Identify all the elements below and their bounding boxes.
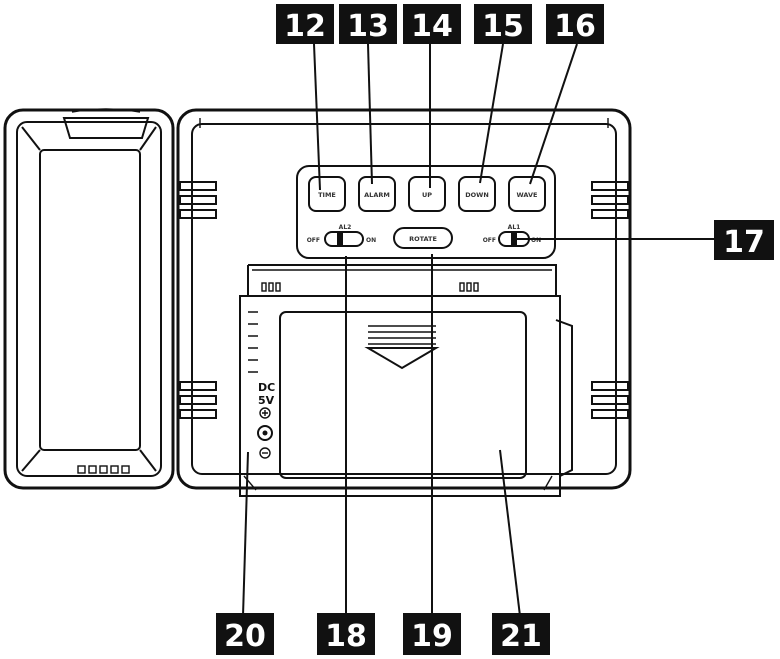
svg-text:17: 17 xyxy=(723,225,765,260)
callout-16: 16 xyxy=(546,4,604,44)
svg-text:TIME: TIME xyxy=(318,191,336,199)
alarm-button[interactable]: ALARM xyxy=(358,176,396,212)
rotate-button[interactable]: ROTATE xyxy=(393,227,453,249)
svg-text:13: 13 xyxy=(347,9,389,44)
dc-power-jack[interactable]: DC 5V xyxy=(257,381,275,459)
svg-text:WAVE: WAVE xyxy=(517,191,538,199)
svg-text:AL2: AL2 xyxy=(339,224,352,231)
stand-area xyxy=(239,264,573,497)
arm-vent xyxy=(77,465,130,474)
battery-cover xyxy=(279,311,527,479)
svg-text:ON: ON xyxy=(531,237,541,244)
up-button[interactable]: UP xyxy=(408,176,446,212)
svg-text:ON: ON xyxy=(366,237,376,244)
callout-20: 20 xyxy=(216,613,274,655)
callout-14: 14 xyxy=(403,4,461,44)
stand-vent-right xyxy=(459,282,479,292)
wave-button[interactable]: WAVE xyxy=(508,176,546,212)
al2-switch[interactable]: AL2 OFF ON xyxy=(307,224,376,247)
control-panel: TIME ALARM UP DOWN WAVE AL2 OFF ON xyxy=(296,165,556,259)
svg-text:21: 21 xyxy=(500,619,542,654)
svg-text:ROTATE: ROTATE xyxy=(409,235,437,243)
svg-text:16: 16 xyxy=(554,9,596,44)
callout-13: 13 xyxy=(339,4,397,44)
svg-text:14: 14 xyxy=(411,9,453,44)
svg-text:18: 18 xyxy=(325,619,367,654)
svg-text:AL1: AL1 xyxy=(508,224,521,231)
projector-arm xyxy=(3,108,175,490)
callout-21: 21 xyxy=(492,613,550,655)
svg-text:12: 12 xyxy=(284,9,326,44)
callout-17: 17 xyxy=(714,220,774,260)
svg-text:UP: UP xyxy=(422,191,432,199)
stand-vent-left xyxy=(261,282,281,292)
svg-text:19: 19 xyxy=(411,619,453,654)
svg-text:DOWN: DOWN xyxy=(465,191,489,199)
callout-15: 15 xyxy=(474,4,532,44)
svg-text:5V: 5V xyxy=(258,394,275,407)
down-button[interactable]: DOWN xyxy=(458,176,496,212)
svg-text:DC: DC xyxy=(258,381,275,394)
callout-18: 18 xyxy=(317,613,375,655)
callout-19: 19 xyxy=(403,613,461,655)
leader-lines xyxy=(242,43,714,617)
main-body xyxy=(176,108,632,490)
callout-12: 12 xyxy=(276,4,334,44)
svg-text:20: 20 xyxy=(224,619,266,654)
svg-text:OFF: OFF xyxy=(483,237,496,244)
stand-ridges xyxy=(248,311,258,373)
side-grip-left xyxy=(179,181,217,419)
al1-switch[interactable]: AL1 OFF ON xyxy=(483,224,541,247)
svg-text:15: 15 xyxy=(482,9,524,44)
svg-text:ALARM: ALARM xyxy=(364,191,390,199)
svg-text:OFF: OFF xyxy=(307,237,320,244)
time-button[interactable]: TIME xyxy=(308,176,346,212)
side-grip-right xyxy=(591,181,629,419)
